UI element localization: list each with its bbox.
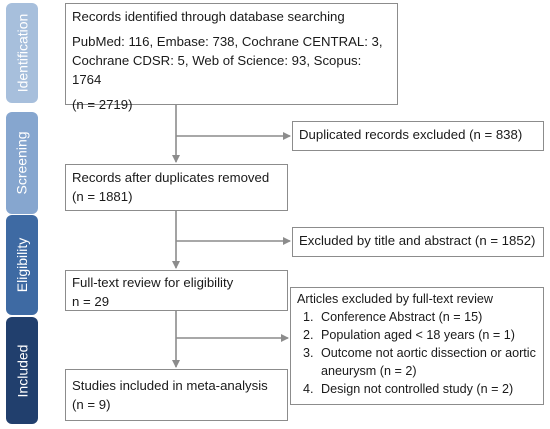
fulltext-excluded-item: Population aged < 18 years (n = 1) <box>317 326 537 344</box>
included-studies-box: Studies included in meta-analysis (n = 9… <box>65 369 288 421</box>
after-duplicates-box: Records after duplicates removed (n = 18… <box>65 164 288 211</box>
title-abstract-excluded-box: Excluded by title and abstract (n = 1852… <box>292 227 544 257</box>
fulltext-excluded-title: Articles excluded by full-text review <box>297 292 493 306</box>
phase-eligibility: Eligibility <box>6 215 38 315</box>
fulltext-excluded-list: Conference Abstract (n = 15) Population … <box>297 308 537 398</box>
records-identified-sources-2: Cochrane CDSR: 5, Web of Science: 93, Sc… <box>72 53 362 87</box>
title-abstract-excluded-text: Excluded by title and abstract (n = 1852… <box>299 233 536 248</box>
included-studies-count: (n = 9) <box>72 397 111 412</box>
duplicates-excluded-text: Duplicated records excluded (n = 838) <box>299 127 523 142</box>
phase-included: Included <box>6 317 38 424</box>
records-identified-box: Records identified through database sear… <box>65 3 398 112</box>
fulltext-excluded-item: Conference Abstract (n = 15) <box>317 308 537 326</box>
fulltext-excluded-item: Outcome not aortic dissection or aortic … <box>317 344 537 380</box>
records-identified-count: (n = 2719) <box>72 97 133 112</box>
fulltext-excluded-box: Articles excluded by full-text review Co… <box>290 287 544 405</box>
included-studies-title: Studies included in meta-analysis <box>72 378 268 393</box>
full-text-review-title: Full-text review for eligibility <box>72 275 234 290</box>
phase-screening: Screening <box>6 112 38 214</box>
full-text-review-count: n = 29 <box>72 294 110 309</box>
records-identified-title: Records identified through database sear… <box>72 9 345 24</box>
records-identified-sources-1: PubMed: 116, Embase: 738, Cochrane CENTR… <box>72 34 383 49</box>
after-duplicates-count: (n = 1881) <box>72 189 133 204</box>
fulltext-excluded-item: Design not controlled study (n = 2) <box>317 380 537 398</box>
duplicates-excluded-box: Duplicated records excluded (n = 838) <box>292 121 544 151</box>
full-text-review-box: Full-text review for eligibility n = 29 <box>65 270 288 311</box>
after-duplicates-title: Records after duplicates removed <box>72 170 270 185</box>
phase-identification: Identification <box>6 3 38 103</box>
